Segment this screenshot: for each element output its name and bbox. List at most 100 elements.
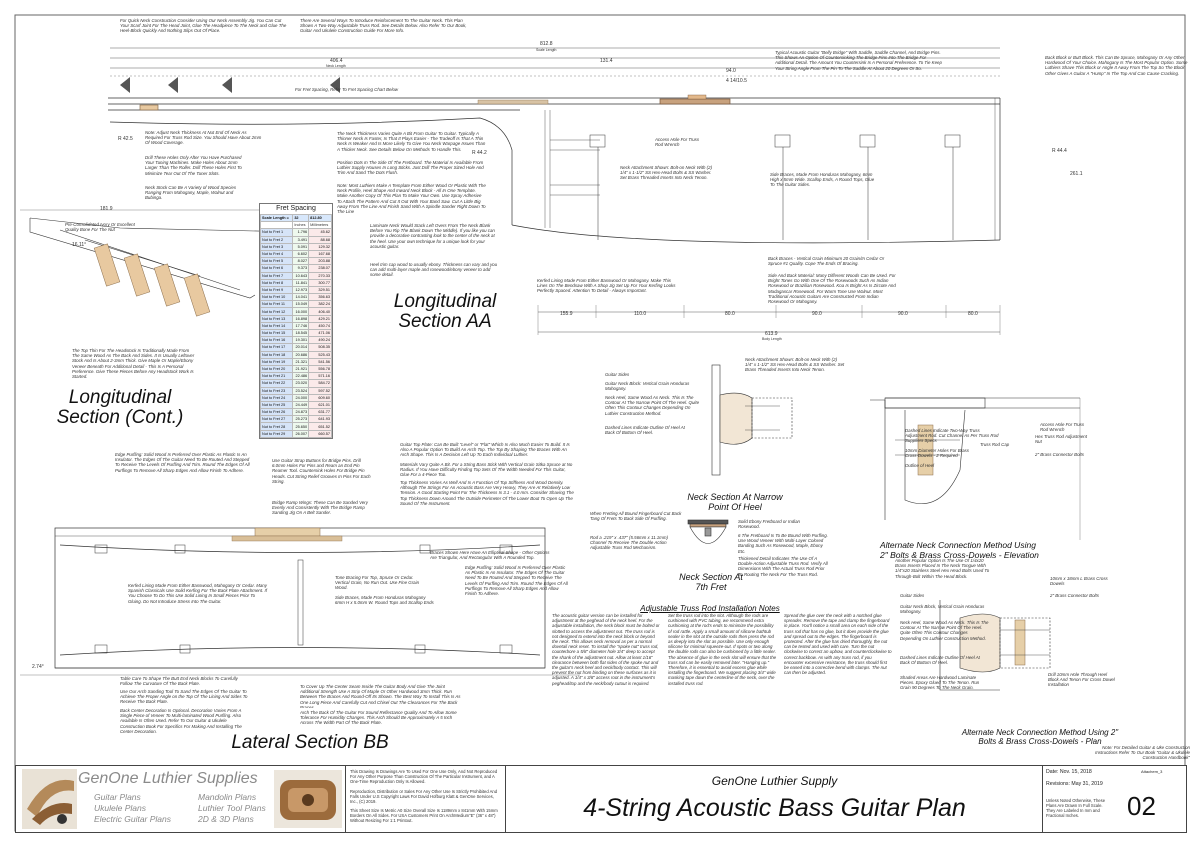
company-name: GenOne Luthier Supply [711,774,838,788]
fret-inches: 1.796 [292,228,310,237]
fret-mm: 382.24 [308,300,332,309]
fret-inches: 11.841 [292,278,310,287]
fret-inches: 16.000 [292,307,310,316]
note-alt-another: Another Popular Option Is The Use Of 1/4… [895,558,990,579]
fret-mm: 238.07 [308,264,332,273]
unit-inches: Inches [292,221,310,230]
link-electric-guitar-plans[interactable]: Electric Guitar Plans [94,814,171,824]
fret-mm: 129.32 [308,242,332,251]
fret-label: Nut to Fret 7 [259,271,294,280]
dim-261: 261.1 [1070,171,1083,177]
fret-inches: 20.686 [292,350,310,359]
link-2d-3d-plans[interactable]: 2D & 3D Plans [198,814,254,824]
fret-mm: 356.63 [308,293,332,302]
link-ukulele-plans[interactable]: Ukulele Plans [94,803,146,813]
note-10mm-dowel: 10mm x 18mm L Brass Cross Dowels [1050,576,1108,587]
note-headstock: For Quick Neck Construction Consider Usi… [120,18,287,34]
plan-revisions: Revisions: May 31, 2019 [1046,781,1103,787]
note-neck-stock: Neck Stock Can Be A Variety of Wood Spec… [145,185,237,201]
note-alt-access: Access Hole For Truss Rod Wrench [1040,422,1085,432]
note-neck-attach-2: Neck Attachment Shown: Bolt-on Neck With… [745,357,845,373]
alt-elevation [870,397,1081,540]
note-sanding: Use Our Arch Sanding Tool To Sand The Ed… [120,689,248,705]
fret-inches: 16.898 [292,314,310,323]
fret-inches: 9.373 [292,264,310,273]
dim-4-14: 4 14/10.5 [726,78,747,84]
note-top-thickness: Top Thickness Varies As Well And Is A Fu… [400,480,574,506]
note-tone-bracing: Tone Bracing For Top, Spruce Or Cedar. V… [335,575,420,589]
fret-label: Nut to Fret 8 [259,278,294,287]
link-mandolin-plans[interactable]: Mandolin Plans [198,792,257,802]
note-side-braces-2: Side Braces, Made From Honduras Mahogany… [335,595,434,606]
fret-mm: 641.93 [308,415,332,424]
link-luthier-tool-plans[interactable]: Luthier Tool Plans [198,803,266,813]
fret-inches: 5.091 [292,242,310,251]
brand-name: GenOne Luthier Supplies [78,770,258,787]
note-2in-bolts-2: 2" Brass Connector Bolts [1050,593,1099,598]
fret-mm: 631.77 [308,408,332,417]
neck-section-7th [687,519,729,544]
fret-mm: 429.21 [308,314,332,323]
note-laminate: Laminate Neck Would Stack Left Overs Fro… [370,223,495,249]
note-neck-block-2: Guitar Neck Block, Vertical Grain Hondur… [900,604,985,615]
fret-label: Nut to Fret 22 [259,379,294,388]
fret-inches: 21.321 [292,357,310,366]
fret-mm: 45.62 [308,228,332,237]
sheet-number: 02 [1127,791,1156,821]
fret-label: Nut to Fret 14 [259,321,294,331]
dim-top-body: 131.4 [600,58,613,64]
fret-inches: 12.973 [292,285,310,295]
headstock-section [20,209,312,317]
link-guitar-plans[interactable]: Guitar Plans [94,792,141,802]
plan-title: 4-String Acoustic Bass Guitar Plan [583,794,966,822]
legal-text-2: Reproduction, Distribution or Sales For … [350,789,498,804]
dim-bottom-2: 110.0 [634,311,646,317]
note-edge-purfling: Edge Purfling: Solid Wood Is Preferred O… [115,452,250,473]
note-kerfed-lining-2: Kerfed Lining Made From Either Basswood,… [128,583,267,604]
note-2in-bolts: 2" Brass Connector Bolts [1035,452,1084,457]
note-truss-col1: The acoustic guitar version can be insta… [552,613,660,686]
note-top-thin: The Top Thin For The Headstock Is Tradit… [72,348,195,380]
fret-label: Nut to Fret 3 [259,242,294,251]
fret-inches: 18.545 [292,328,310,338]
fret-inches: 24.873 [292,408,310,417]
note-neck-attach: Neck Attachment Shown: Bolt-on Neck With… [620,165,713,181]
fret-inches: 25.650 [292,422,310,431]
fret-mm: 490.24 [308,336,332,345]
note-center-deco: Back Center Decoration Is Optional. Deco… [120,708,242,734]
dim-181: 181.9 [100,206,113,212]
note-truss-col3: Spread the glue over the neck with a not… [784,613,892,676]
fret-mm: 651.52 [308,422,332,431]
fret-mm: 525.43 [308,350,332,359]
fret-scale-row: Scale Length = 32 812.80 [259,213,332,223]
note-fretboard-bind: 6 The Fretboard Is To Be Bound With Purf… [738,533,828,553]
note-spruce-strips: Use Guitar Strap Buttons for Bridge Pins… [272,458,371,484]
dimension-labels: 812.8 Scale Length 406.4 Neck Length 131… [32,41,1083,670]
note-table-saw: Table Care To Shape The Butt End Neck Bl… [120,676,238,687]
fret-units-row: Inches Millimeters [259,221,332,230]
fret-inches: 22.486 [292,372,310,381]
note-guitar-sides: Guitar Sides [605,372,630,377]
note-10mm-holes: 10mm Diameter Holes For Brass Cross-Dowe… [905,448,969,459]
tb-legal-cell: This Drawing Is Drawings Are To Used For… [346,766,506,832]
fret-label: Nut to Fret 26 [259,408,294,417]
note-sides-material: Side And Back Material: Many Different W… [768,273,896,305]
fret-inches: 24.449 [292,400,310,410]
fret-mm: 541.56 [308,357,332,366]
fret-inches: 23.524 [292,386,310,395]
fret-label: Nut to Fret 15 [259,328,294,338]
fret-mm: 571.16 [308,372,332,381]
